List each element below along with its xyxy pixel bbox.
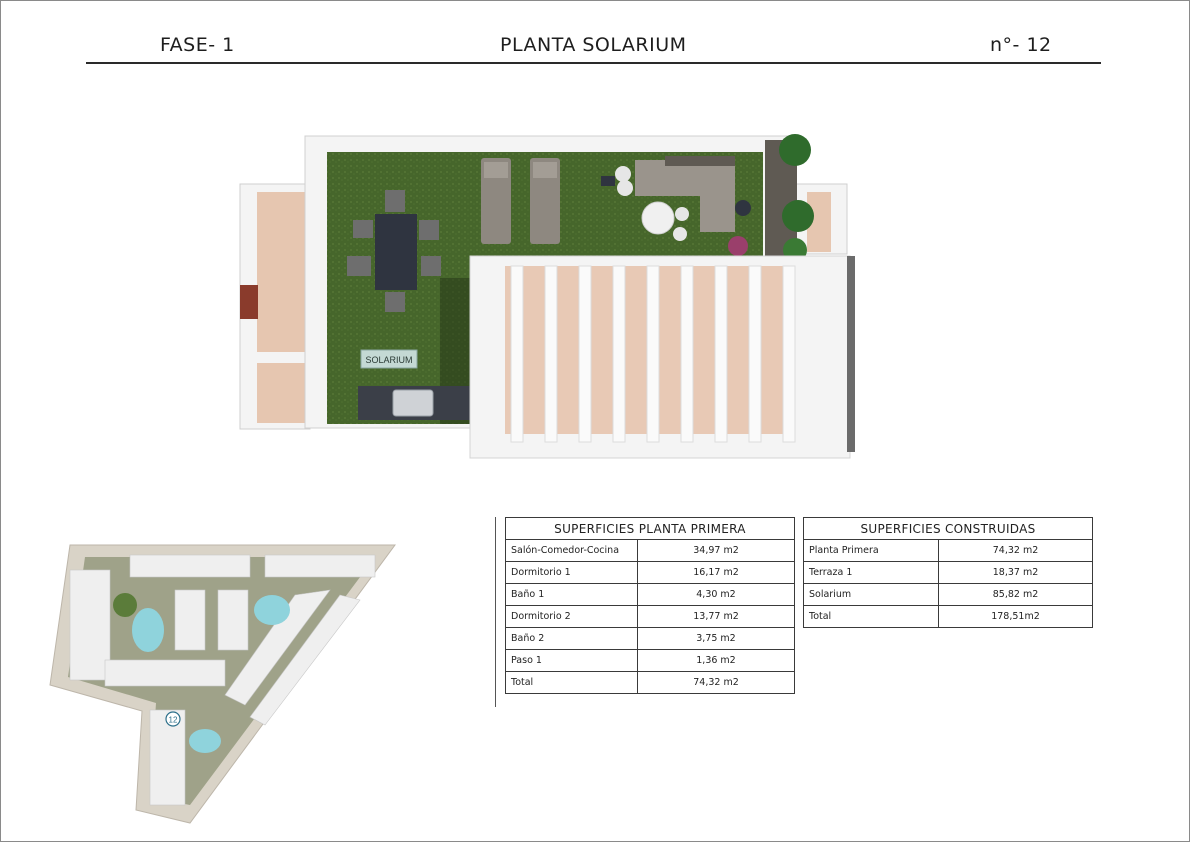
zone-label: SOLARIUM bbox=[365, 355, 412, 365]
pool bbox=[132, 608, 164, 652]
garden-area bbox=[113, 593, 137, 617]
house-blocks bbox=[69, 554, 376, 806]
unit-marker bbox=[165, 711, 181, 727]
header-rule bbox=[86, 62, 1101, 64]
barbecue-grill bbox=[392, 389, 434, 417]
left-terrace bbox=[239, 183, 311, 430]
pool bbox=[254, 595, 290, 625]
plant-icon bbox=[728, 134, 814, 262]
site-plan: 12 bbox=[49, 544, 396, 824]
page-title: PLANTA SOLARIUM bbox=[500, 34, 687, 56]
table-title: SUPERFICIES PLANTA PRIMERA bbox=[505, 517, 795, 540]
sun-loungers bbox=[481, 158, 560, 244]
pergola bbox=[469, 255, 855, 459]
divider-line bbox=[495, 517, 496, 707]
unit-number: n°- 12 bbox=[990, 34, 1052, 56]
zone-label-box bbox=[360, 349, 418, 369]
pool bbox=[189, 729, 221, 753]
phase-label: FASE- 1 bbox=[160, 34, 235, 56]
table-superficies-planta-primera: SUPERFICIES PLANTA PRIMERA Salón-Comedor… bbox=[505, 517, 795, 694]
lounge-sofa bbox=[601, 156, 751, 241]
table-title: SUPERFICIES CONSTRUIDAS bbox=[803, 517, 1093, 540]
door-icon bbox=[240, 285, 258, 319]
unit-marker-label: 12 bbox=[169, 716, 178, 725]
dining-table bbox=[347, 190, 441, 312]
solarium-floor-plan: SOLARIUM bbox=[239, 134, 855, 459]
